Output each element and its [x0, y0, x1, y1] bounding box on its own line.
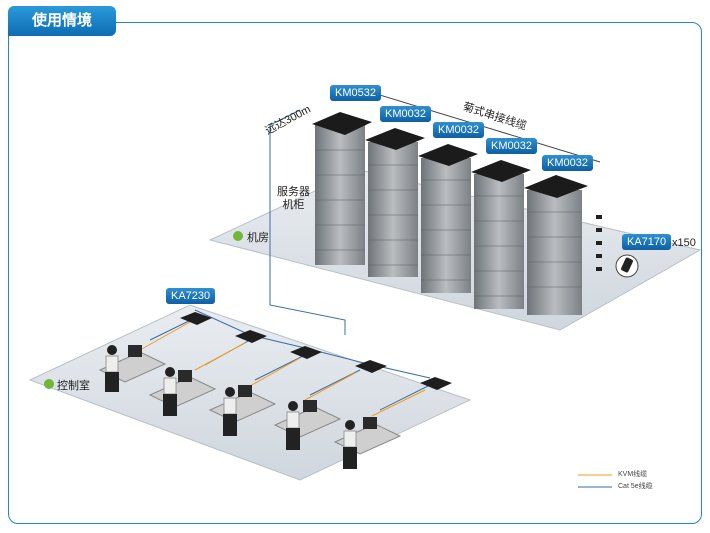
machine-room-marker-icon — [233, 231, 243, 241]
daisy-chain-line — [369, 91, 601, 163]
multiplier-label: x150 — [672, 237, 696, 249]
workstation-3 — [208, 385, 277, 436]
rack-3 — [418, 144, 478, 293]
ka7230-tag: KA7230 — [166, 288, 216, 304]
workstation-2 — [148, 367, 217, 416]
kvm-cables — [139, 321, 426, 417]
rack-shelves — [315, 149, 582, 297]
server-cabinet-label: 服务器 机柜 — [277, 186, 310, 211]
rack-1 — [312, 112, 372, 265]
legend-item-kvm: KVM线缆 — [618, 471, 648, 478]
rack-2 — [365, 128, 425, 277]
km0032-tag-4: KM0032 — [542, 155, 593, 171]
control-room-label: 控制室 — [57, 380, 90, 392]
section-title: 使用情境 — [8, 6, 116, 36]
workstation-4 — [273, 400, 342, 450]
legend-item-cat5e: Cat 5e线缆 — [618, 483, 653, 490]
rack-5 — [524, 175, 588, 315]
km0032-tag-2: KM0032 — [433, 122, 484, 138]
workstation-1 — [98, 345, 167, 392]
legend: KVM线缆 Cat 5e线缆 — [578, 468, 653, 492]
server-racks — [312, 112, 588, 315]
console-units — [180, 312, 452, 390]
rack-4 — [471, 160, 531, 309]
cat5e-trunk-line — [269, 109, 346, 335]
km0532-tag: KM0532 — [330, 85, 381, 101]
adapter-ports — [596, 215, 602, 271]
workstation-5 — [333, 417, 402, 469]
control-room-marker-icon — [44, 379, 54, 389]
section-frame — [8, 22, 702, 524]
km0032-tag-3: KM0032 — [486, 138, 537, 154]
km0032-tag-1: KM0032 — [380, 106, 431, 122]
ka7170-tag: KA7170 — [622, 234, 672, 250]
machine-room-label: 机房 — [247, 232, 269, 244]
workstations — [98, 345, 402, 469]
